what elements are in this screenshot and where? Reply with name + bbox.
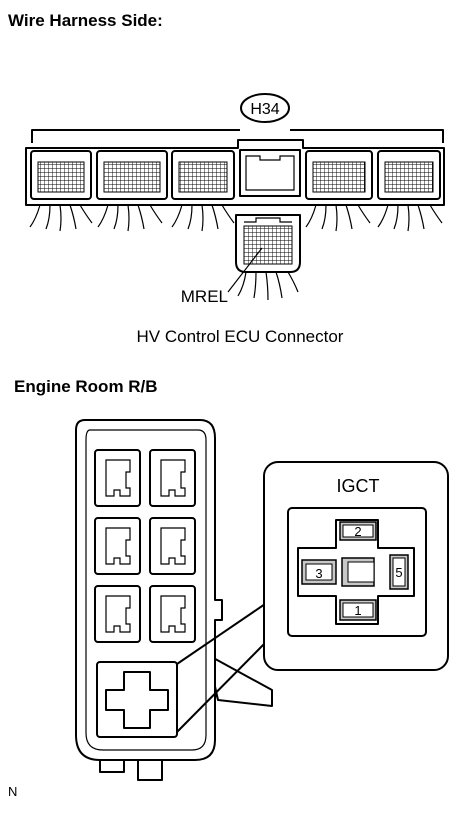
- pin-block-3: [171, 150, 235, 200]
- pin-block-1: [30, 150, 92, 200]
- mrel-leader: [227, 247, 263, 293]
- igct-relay-socket: [96, 661, 178, 738]
- fuse-slot: [149, 585, 196, 643]
- connector-id-badge: [240, 93, 290, 123]
- relay-block: [75, 419, 273, 781]
- fuse-slot: [94, 517, 141, 575]
- pin-block-4: [305, 150, 373, 200]
- sub-connector: [235, 214, 301, 301]
- relay-name-label: IGCT: [337, 476, 380, 496]
- fuse-slots: [94, 449, 196, 643]
- section-title-engine-room: Engine Room R/B: [14, 377, 158, 396]
- section-title-wire-harness: Wire Harness Side:: [8, 11, 163, 30]
- housing-tab-left: [99, 759, 125, 773]
- fuse-slot: [149, 517, 196, 575]
- terminal-5: 5: [395, 565, 402, 580]
- connector-bracket: [31, 129, 444, 143]
- callout-leader: [176, 601, 269, 665]
- pin-block-2: [96, 150, 168, 200]
- terminal-2: 2: [354, 524, 361, 539]
- pin-block-5: [377, 150, 441, 200]
- connector-id-label: H34: [250, 101, 279, 118]
- housing-tab-right: [137, 759, 163, 781]
- harness-wires: [29, 204, 443, 232]
- callout-leader: [176, 639, 269, 733]
- fuse-slot: [94, 449, 141, 507]
- fuse-slot: [94, 585, 141, 643]
- fuse-slot: [149, 449, 196, 507]
- terminal-3: 3: [315, 566, 322, 581]
- footer-code: N: [8, 784, 17, 799]
- connector-h34: H34: [25, 93, 445, 346]
- igct-callout: IGCT 2 3 5 1: [263, 461, 449, 671]
- terminal-1: 1: [354, 603, 361, 618]
- terminal-label-mrel: MREL: [181, 287, 228, 306]
- connector-caption: HV Control ECU Connector: [137, 327, 344, 346]
- pin-block-center: [239, 149, 301, 197]
